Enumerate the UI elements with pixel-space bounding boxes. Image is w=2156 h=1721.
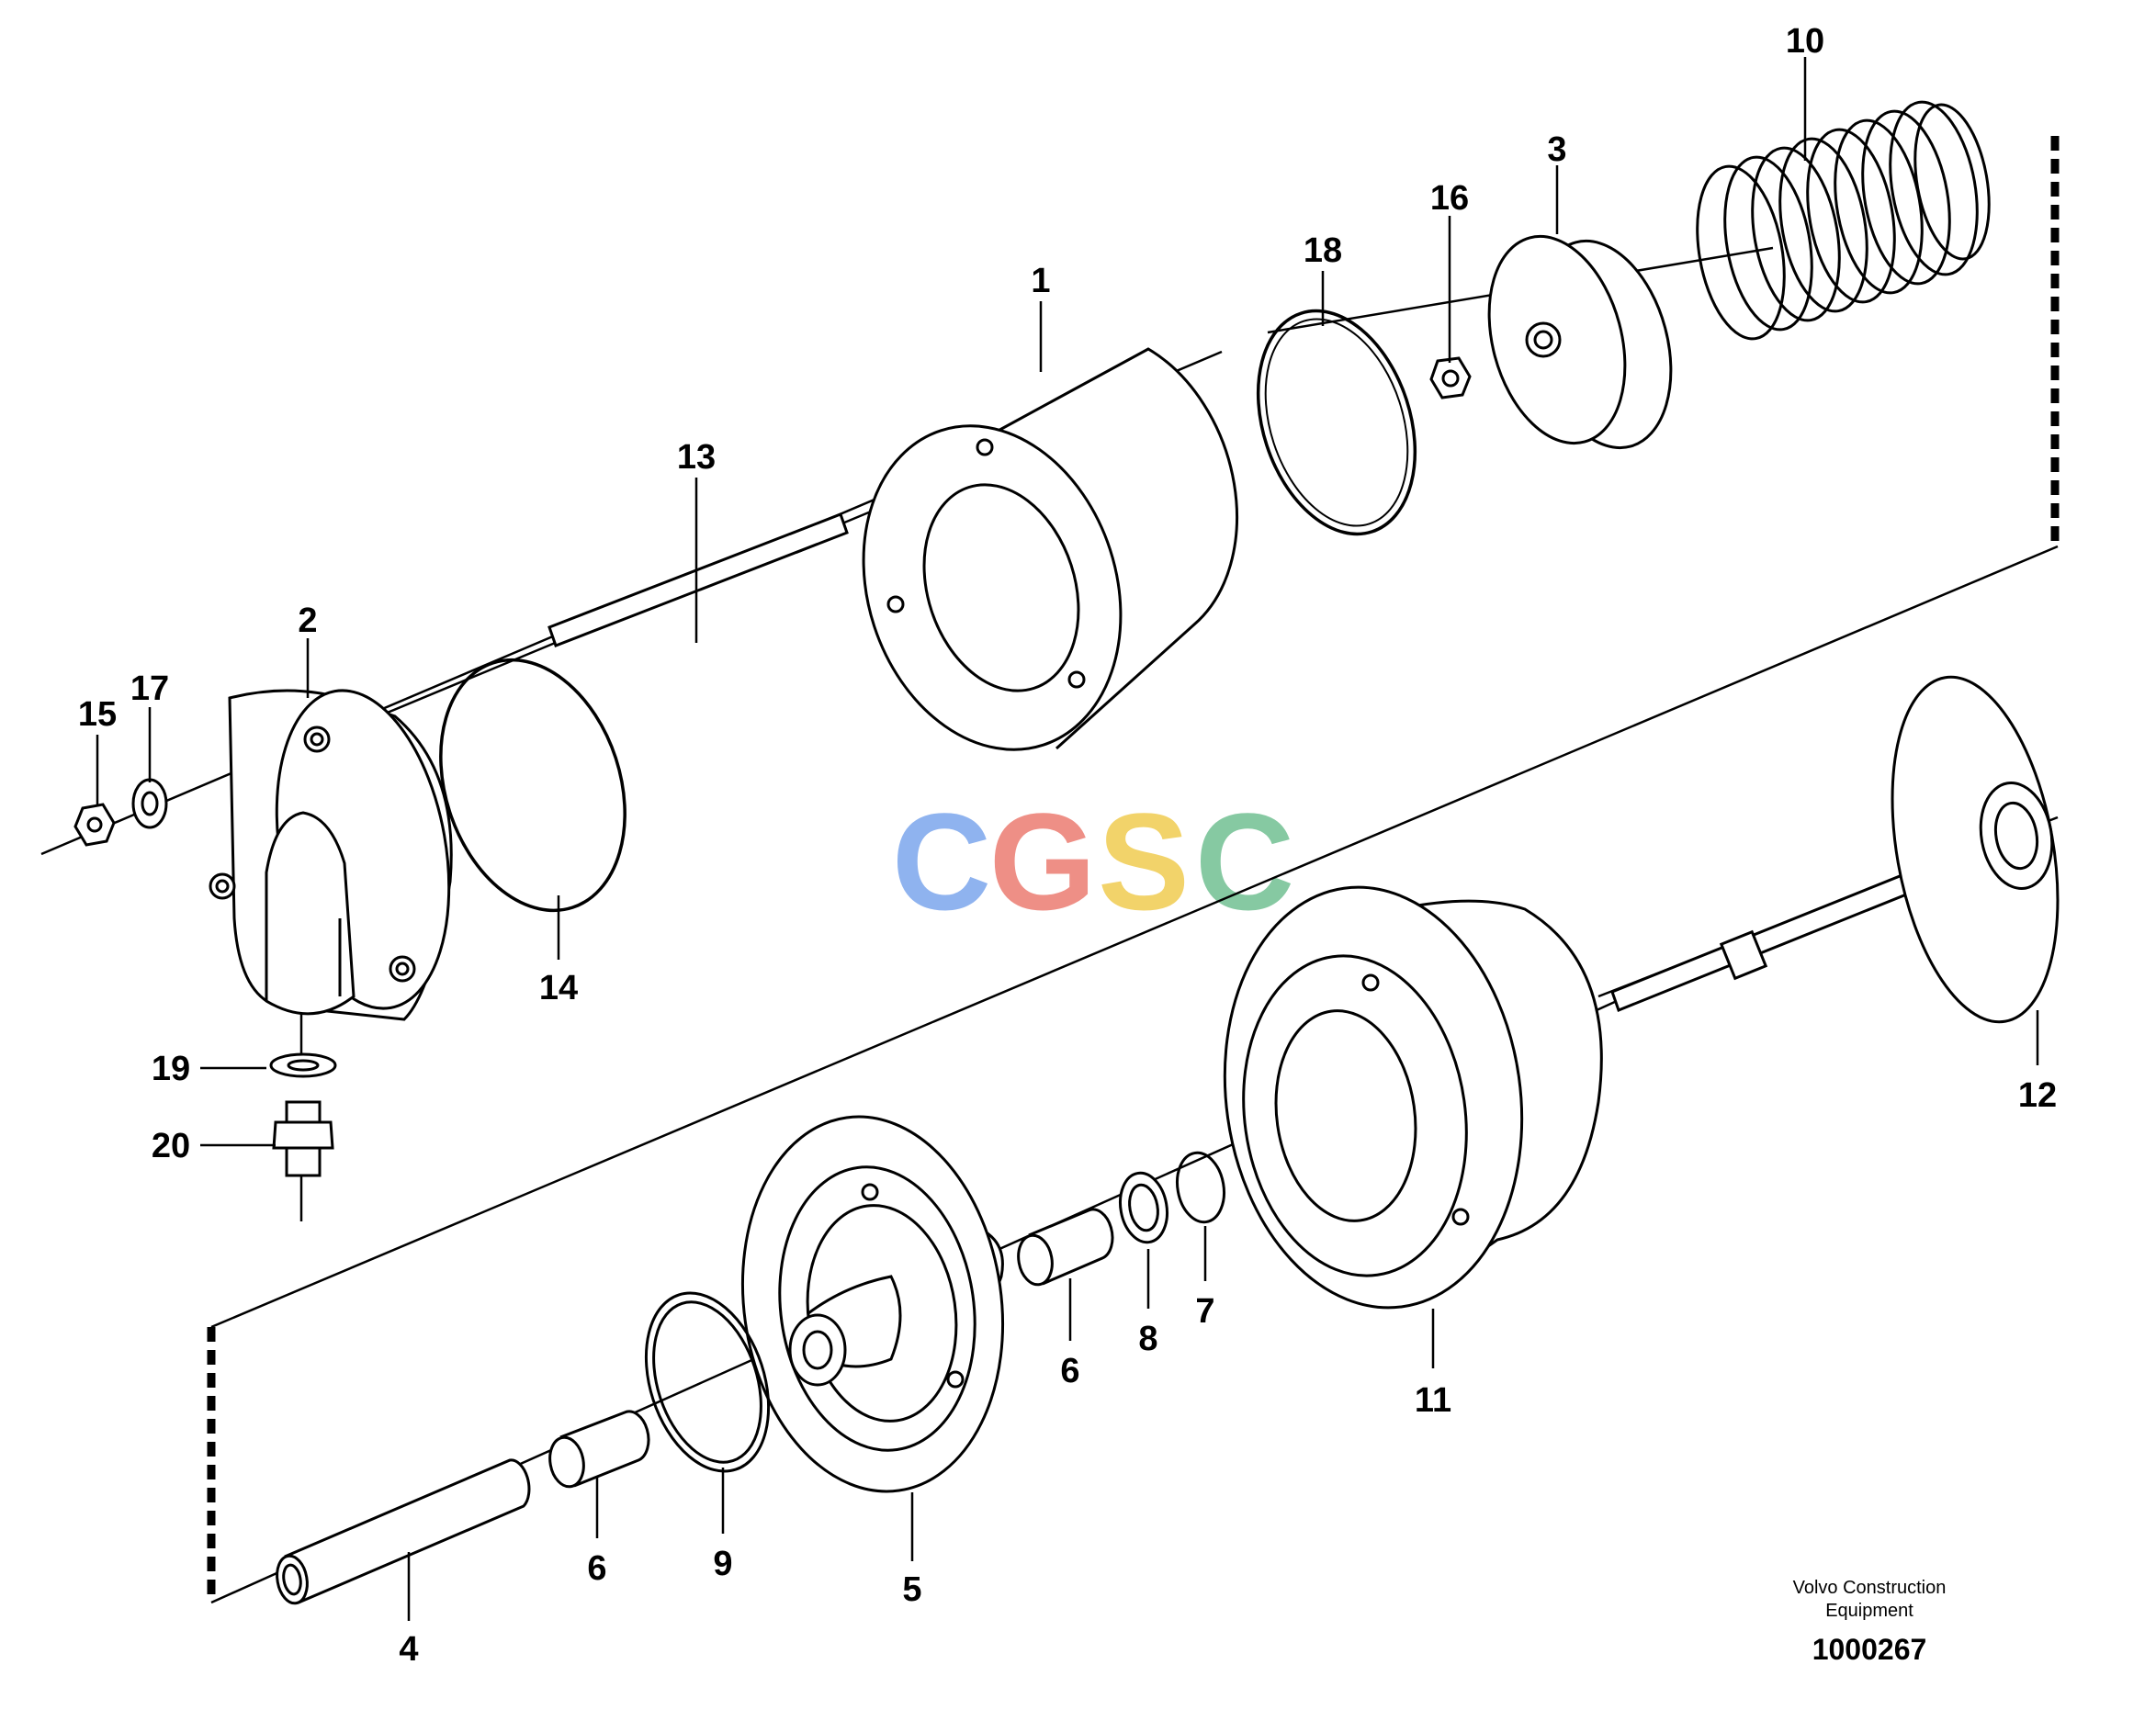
callout-5: 5 bbox=[902, 1570, 921, 1609]
watermark-letter-4: C bbox=[1195, 784, 1294, 939]
callout-14: 14 bbox=[539, 969, 578, 1007]
part-3-piston bbox=[1487, 234, 1673, 450]
watermark: C G S C bbox=[892, 784, 1294, 939]
callout-8: 8 bbox=[1138, 1320, 1157, 1358]
part-7-ring bbox=[1176, 1151, 1225, 1224]
part-4-pin bbox=[276, 1458, 531, 1605]
dashed-continuation bbox=[207, 136, 2060, 1603]
part-1-housing bbox=[862, 347, 1238, 751]
callout-16: 16 bbox=[1430, 179, 1469, 218]
callout-1: 1 bbox=[1031, 262, 1050, 300]
part-2-end-cover bbox=[209, 689, 453, 1021]
company-name-line-2: Equipment bbox=[1825, 1601, 1913, 1621]
part-13-stud bbox=[547, 512, 849, 647]
part-12-rod-disc bbox=[1610, 675, 2060, 1024]
callout-7: 7 bbox=[1195, 1292, 1214, 1331]
part-5-flange bbox=[740, 1115, 1005, 1493]
part-20-fitting bbox=[272, 1100, 334, 1177]
callouts: 1 2 3 4 5 6 6 7 8 9 10 11 12 13 14 15 17… bbox=[78, 22, 2057, 1669]
leader-lines bbox=[96, 57, 2039, 1621]
callout-13: 13 bbox=[677, 438, 716, 477]
part-15-nut bbox=[73, 803, 116, 847]
company-name-line-1: Volvo Construction bbox=[1793, 1578, 1947, 1598]
callout-11: 11 bbox=[1415, 1381, 1451, 1420]
footer: Volvo Construction Equipment 1000267 bbox=[1793, 1578, 1947, 1666]
part-19-washer bbox=[269, 1052, 337, 1078]
watermark-letter-1: C bbox=[892, 784, 991, 939]
document-number: 1000267 bbox=[1812, 1633, 1927, 1666]
watermark-letter-3: S bbox=[1098, 784, 1190, 939]
part-6-bushing-lower bbox=[548, 1410, 650, 1489]
watermark-letter-2: G bbox=[989, 784, 1097, 939]
callout-4: 4 bbox=[399, 1630, 418, 1669]
callout-3: 3 bbox=[1547, 130, 1566, 169]
part-14-o-ring bbox=[439, 658, 626, 913]
callout-6-upper: 6 bbox=[1060, 1352, 1079, 1390]
callout-16-placeholder: 17 bbox=[130, 669, 169, 708]
part-18-o-ring bbox=[1256, 309, 1417, 536]
callout-20: 20 bbox=[152, 1127, 190, 1165]
callout-10: 10 bbox=[1786, 22, 1824, 61]
part-16-nut bbox=[1429, 356, 1472, 399]
part-10-spring bbox=[1696, 100, 1991, 341]
callout-12: 12 bbox=[2018, 1076, 2057, 1115]
part-9-o-ring bbox=[644, 1291, 771, 1473]
part-17-washer bbox=[131, 778, 168, 829]
callout-15: 15 bbox=[78, 695, 117, 734]
callout-18: 18 bbox=[1304, 231, 1342, 270]
part-8-ring bbox=[1119, 1171, 1168, 1244]
callout-19: 19 bbox=[152, 1050, 190, 1088]
callout-9: 9 bbox=[713, 1545, 732, 1583]
callout-6-lower: 6 bbox=[587, 1549, 606, 1588]
part-11-housing bbox=[1223, 885, 1603, 1310]
part-6-bushing-upper bbox=[1017, 1208, 1114, 1287]
callout-2: 2 bbox=[298, 602, 317, 640]
